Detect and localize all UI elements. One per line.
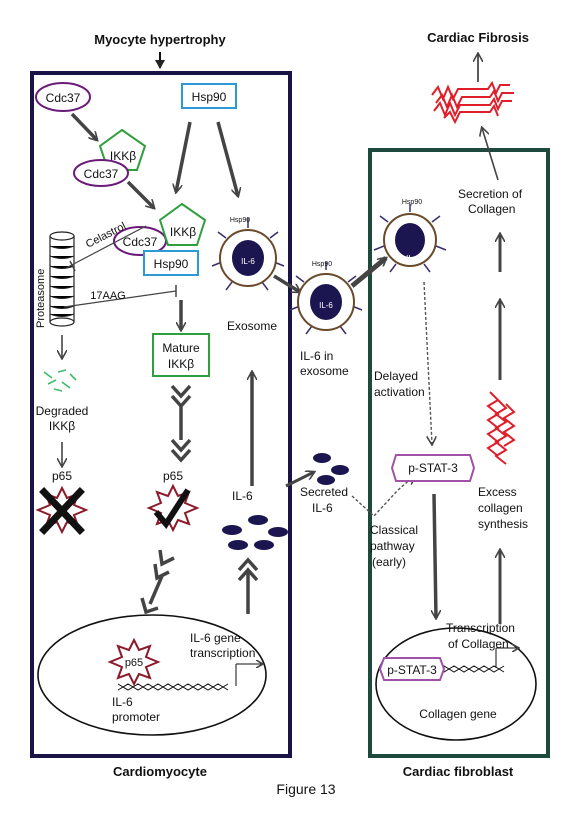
fibroblast-nucleus: [375, 627, 537, 741]
mature-to-p65-chevrons: [170, 384, 192, 463]
cardiomyocyte-label: Cardiomyocyte: [113, 764, 207, 779]
delayed-activation-arrow: [423, 281, 432, 444]
cdc37-molecule: [35, 82, 91, 112]
il6-in-exosome-label-2: exosome: [300, 364, 349, 378]
promoter-label-1: IL-6: [112, 695, 133, 709]
pstat3-cytoplasm: [390, 454, 476, 482]
cardiomyocyte-nucleus: [37, 614, 267, 736]
secretion-to-fibrosis-arrow: [482, 128, 499, 181]
proteasome-label: Proteasome: [35, 269, 47, 328]
cdc37-bound: [73, 159, 129, 187]
aag-inhibition-line: [63, 290, 177, 308]
mature-ikkb-box: [152, 333, 210, 377]
secretion-label-1: Secretion of: [458, 187, 523, 201]
secretion-label-2: Collagen: [468, 202, 515, 216]
pstat3-to-nucleus-arrow: [434, 493, 436, 618]
classical-pathway-line: [351, 489, 399, 517]
celastrol-bar: [69, 260, 76, 272]
exosome-fibroblast: [373, 204, 447, 273]
exosome-label: Exosome: [227, 319, 277, 333]
fibrosis-collagen-fibers: [431, 80, 514, 125]
nucleus-to-il6-chevrons: [237, 557, 259, 614]
excess-label-1: Excess: [478, 485, 517, 499]
excess-label-3: synthesis: [478, 517, 528, 531]
p65-inactive-label: p65: [52, 469, 72, 483]
complex-cdc37-label: Cdc37: [123, 235, 158, 249]
pstat3-nucleus-label: p-STAT-3: [387, 663, 437, 677]
exosome-cell-hsp90: Hsp90: [230, 217, 250, 224]
fibroblast-cell: [368, 148, 550, 758]
ikkb-label: IKKβ: [110, 149, 136, 163]
exosome-cell: [211, 218, 285, 291]
p65-active-label: p65: [163, 469, 183, 483]
degraded-label-1: Degraded: [36, 404, 89, 418]
secreted-label-2: IL-6: [312, 501, 333, 515]
p65-nuclear-burst: [107, 637, 161, 687]
exosome-middle-il6: IL-6: [319, 301, 333, 310]
collagen-synthesis-icon: [486, 391, 516, 465]
figure-caption: Figure 13: [276, 781, 335, 797]
complex-hsp90: [143, 250, 199, 276]
hsp90-to-complex-arrow: [176, 121, 192, 192]
exosome-release-arrow: [273, 274, 300, 294]
exosome-middle: [289, 262, 363, 335]
cdc37-label: Cdc37: [46, 91, 81, 105]
degraded-label-2: IKKβ: [49, 419, 75, 433]
classical-label-1: Classical: [370, 523, 418, 537]
delayed-label-1: Delayed: [374, 369, 418, 383]
il6-in-exosome-label-1: IL-6 in: [300, 349, 333, 363]
aag-label: 17AAG: [90, 290, 125, 302]
myocyte-hypertrophy-label: Myocyte hypertrophy: [94, 32, 226, 47]
exosome-middle-hsp90: Hsp90: [312, 261, 332, 268]
complex-to-hsp90-arrow: [126, 180, 154, 208]
classical-label-2: pathway: [370, 539, 415, 553]
fibroblast-label: Cardiac fibroblast: [403, 764, 514, 779]
mature-ikkb-label-1: Mature: [162, 341, 200, 355]
transcription-collagen-label-2: of Collagen: [448, 637, 509, 651]
proteasome-barrel: [49, 231, 75, 327]
complex-ikkb: [158, 202, 207, 246]
exosome-fibro-il6: IL-6: [406, 254, 420, 263]
pstat3-nucleus: [378, 657, 446, 681]
hsp90-label: Hsp90: [192, 90, 227, 104]
secreted-label-1: Secreted: [300, 485, 348, 499]
il6-secretion-arrow: [285, 472, 314, 488]
cardiac-fibrosis-label: Cardiac Fibrosis: [427, 30, 529, 45]
complex-hsp90-label: Hsp90: [154, 257, 189, 271]
blocked-x-icon: [39, 487, 85, 535]
gene-transcription-label-1: IL-6 gene: [190, 631, 241, 645]
cdc37-bound-label: Cdc37: [84, 167, 119, 181]
degraded-ikkb-fragments: [43, 369, 77, 392]
pstat3-cytoplasm-label: p-STAT-3: [408, 461, 458, 475]
hsp90-to-exosome-arrow: [216, 121, 238, 196]
gene-transcription-label-2: transcription: [190, 646, 255, 660]
cardiomyocyte-cell: [30, 71, 292, 758]
excess-label-2: collagen: [478, 501, 523, 515]
p65-to-nucleus-chevrons: [140, 549, 175, 615]
transcription-collagen-label-1: Transcription: [446, 621, 515, 635]
checkmark-icon: [153, 488, 191, 530]
il6-cell-label: IL-6: [232, 489, 253, 503]
complex-ikkb-label: IKKβ: [170, 225, 196, 239]
p65-nuclear-label: p65: [125, 657, 143, 669]
exosome-uptake-arrow: [350, 256, 386, 288]
exosome-cell-il6: IL-6: [241, 257, 255, 266]
exosome-fibro-hsp90: Hsp90: [402, 199, 422, 206]
cdc37-to-complex-arrow: [70, 112, 97, 140]
collagen-gene-label: Collagen gene: [419, 707, 497, 721]
mature-ikkb-label-2: IKKβ: [168, 357, 194, 371]
celastrol-inhibition-line: [65, 225, 147, 269]
il6-particles-secreted: [313, 453, 349, 485]
il6-particles-cell: [222, 515, 288, 550]
promoter-label-2: promoter: [112, 710, 160, 724]
hsp90-box: [181, 83, 237, 109]
classical-label-3: (early): [372, 555, 406, 569]
delayed-label-2: activation: [374, 385, 425, 399]
